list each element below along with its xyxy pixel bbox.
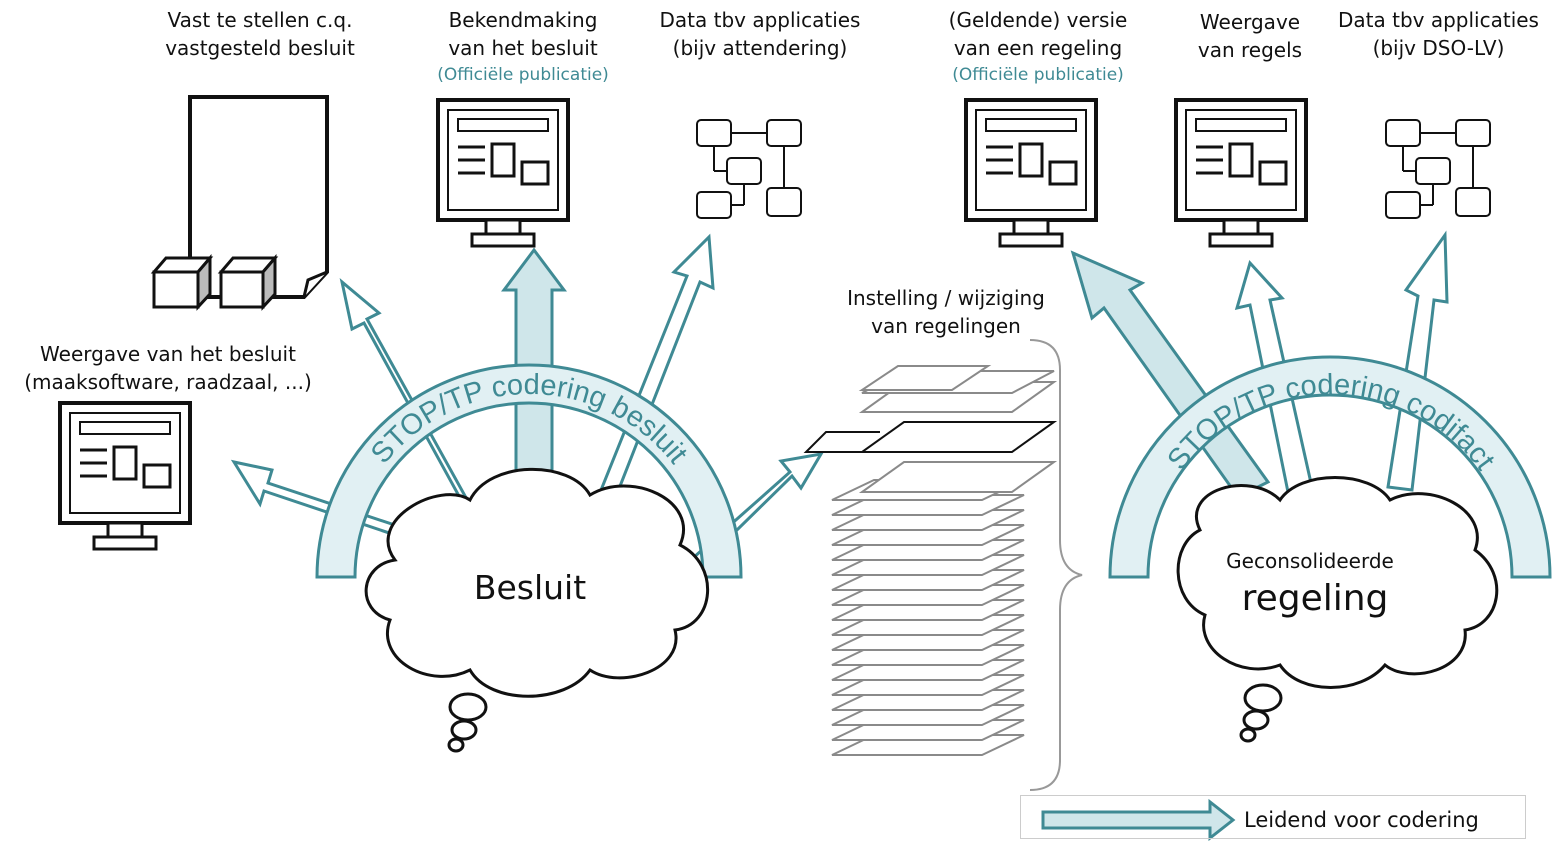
cloud-regeling-big-text: regeling [1241,578,1389,619]
label-vast-besluit: Vast te stellen c.q. vastgesteld besluit [140,6,380,62]
cloud-besluit-text: Besluit [473,568,587,607]
label-data-right-line2: (bijv DSO-LV) [1372,36,1505,60]
label-data-left-line2: (bijv attendering) [672,36,848,60]
flow-icon-attendering [696,119,802,219]
label-geldende-line2: van een regeling [953,36,1123,60]
monitor-weergave-regels [1174,98,1308,248]
monitor-weergave-besluit [58,401,192,551]
label-weergave-regels: Weergave van regels [1170,8,1330,64]
arrow-to-data-attendering [585,233,715,530]
arc-besluit [315,363,743,579]
monitor-geldende-versie [964,98,1098,248]
label-bekend-line2: van het besluit [448,36,598,60]
arrow-to-data-dso [1386,230,1449,492]
monitor-bekendmaking [436,98,570,248]
label-instelling-line2: van regelingen [871,314,1021,338]
legend-arrow [1041,798,1236,841]
label-bekendmaking: Bekendmaking van het besluit (Officiële … [403,6,643,88]
label-weergave-regels-line1: Weergave [1199,10,1301,34]
label-vast-line1: Vast te stellen c.q. [167,8,353,32]
label-geldende-pub: (Officiële publicatie) [952,65,1124,85]
regeling-sheet [858,461,1058,493]
label-weergave-besluit-line1: Weergave van het besluit [40,342,296,366]
flow-icon-dso [1385,119,1491,219]
regeling-sheet [858,365,992,391]
cloud-regeling-small-text: Geconsolideerde [1226,549,1394,573]
regeling-sheet-highlight [803,431,880,453]
label-bekend-line1: Bekendmaking [448,8,598,32]
regelingen-stack [803,365,1058,756]
label-data-dso: Data tbv applicaties (bijv DSO-LV) [1326,6,1551,62]
label-weergave-regels-line2: van regels [1197,38,1303,62]
label-bekend-pub: (Officiële publicatie) [437,65,609,85]
brace [1029,339,1083,791]
label-instelling-line1: Instelling / wijziging [847,286,1045,310]
label-geldende-line1: (Geldende) versie [948,8,1128,32]
label-weergave-besluit-line2: (maaksoftware, raadzaal, ...) [24,370,312,394]
arc-codifact [1108,355,1552,579]
cloud-regeling [1176,476,1499,743]
label-data-attendering: Data tbv applicaties (bijv attendering) [635,6,885,62]
label-weergave-besluit: Weergave van het besluit (maaksoftware, … [8,340,328,396]
arrow-to-geldende-versie [1070,250,1271,499]
label-instelling: Instelling / wijziging van regelingen [826,284,1066,340]
legend-label: Leidend voor codering [1244,808,1479,832]
arrow-to-vast-besluit [339,278,495,530]
legend-box [1020,795,1526,839]
cloud-besluit [364,467,710,753]
label-vast-line2: vastgesteld besluit [165,36,355,60]
label-data-right-line1: Data tbv applicaties [1338,8,1539,32]
blocks-icon [150,253,279,311]
label-geldende-versie: (Geldende) versie van een regeling (Offi… [918,6,1158,88]
label-data-left-line1: Data tbv applicaties [659,8,861,32]
regeling-sheet [858,421,1058,453]
